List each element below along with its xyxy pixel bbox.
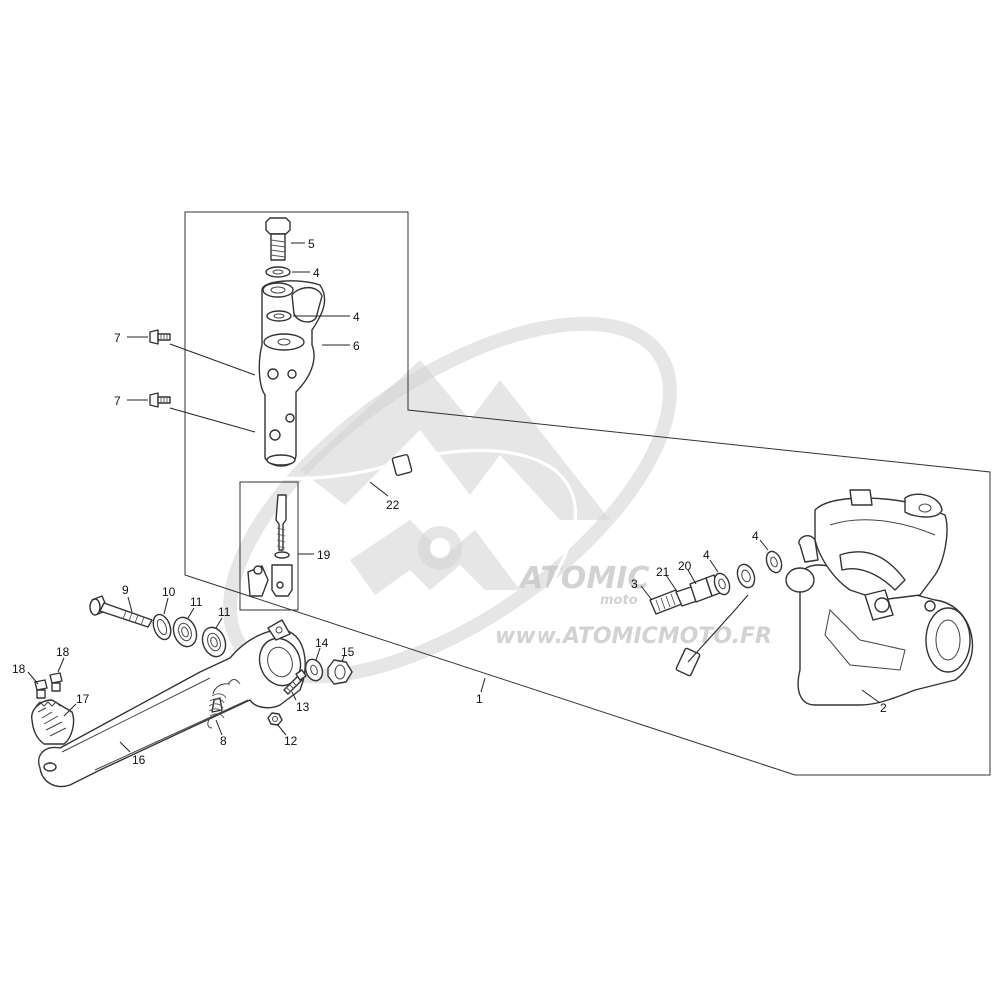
watermark-url: www.ATOMICMOTO.FR: [495, 624, 772, 649]
callout-19: 19: [317, 548, 331, 562]
callout-13: 13: [296, 700, 310, 714]
callout-leaders: [27, 242, 881, 753]
watermark-brand: ATOMIC: [518, 561, 649, 596]
washer-middle: [266, 310, 292, 322]
adjuster-nut: [267, 712, 283, 726]
callout-17: 17: [76, 692, 90, 706]
pedal-nut: [327, 659, 353, 685]
pedal-tip: [31, 699, 75, 745]
callout-4-middle: 4: [353, 310, 360, 324]
callout-6: 6: [353, 339, 360, 353]
callout-11-right: 11: [218, 605, 231, 619]
mounting-bolt-upper: [149, 329, 256, 376]
return-spring: [207, 679, 241, 729]
callout-1: 1: [476, 692, 483, 706]
callout-20: 20: [678, 559, 692, 573]
callout-4-caliper-left: 4: [703, 548, 710, 562]
circlip: [152, 613, 172, 641]
callout-12: 12: [284, 734, 298, 748]
banjo-bolt: [265, 217, 291, 261]
washer-caliper-1: [713, 572, 731, 596]
brake-caliper: [785, 489, 974, 706]
bearing-2: [201, 626, 227, 658]
callout-14: 14: [315, 636, 329, 650]
bleed-screw: [649, 585, 701, 615]
callout-21: 21: [656, 565, 670, 579]
tip-bolt-1: [34, 679, 48, 699]
callout-11-left: 11: [190, 595, 203, 609]
washer-caliper-2: [765, 550, 783, 574]
callout-8: 8: [220, 734, 227, 748]
mounting-bolt-lower: [149, 392, 256, 433]
adjuster-bolt: [283, 669, 307, 695]
brake-hose: [193, 316, 749, 699]
callout-16: 16: [132, 753, 146, 767]
callout-3: 3: [631, 577, 638, 591]
banjo-fitting-caliper: [736, 563, 756, 589]
assembly-outline: [184, 211, 991, 776]
callout-7-upper: 7: [114, 331, 121, 345]
watermark-sub: moto: [600, 593, 638, 608]
pushrod-kit: [239, 481, 299, 611]
watermark-logo: ATOMIC moto www.ATOMICMOTO.FR: [223, 316, 772, 684]
callout-4-caliper-right: 4: [752, 529, 759, 543]
callout-10: 10: [162, 585, 176, 599]
callout-9: 9: [122, 583, 129, 597]
callout-18-left: 18: [12, 662, 26, 676]
callout-2: 2: [880, 701, 887, 715]
callout-4-top: 4: [313, 266, 320, 280]
pedal-washer: [304, 658, 324, 682]
brake-pedal: [38, 619, 306, 788]
master-cylinder: [258, 280, 326, 467]
callout-22: 22: [386, 498, 400, 512]
callout-15: 15: [341, 645, 355, 659]
callout-numbers: 5 4 4 6 7 7 22 19 4 4 20 21 3 2 1 9 10 1…: [12, 237, 887, 767]
tip-bolt-2: [49, 672, 63, 692]
bearing-1: [172, 616, 198, 648]
callout-18-right: 18: [56, 645, 70, 659]
washer-top: [265, 266, 291, 278]
pivot-bolt: [89, 595, 153, 628]
callout-7-lower: 7: [114, 394, 121, 408]
callout-5: 5: [308, 237, 315, 251]
